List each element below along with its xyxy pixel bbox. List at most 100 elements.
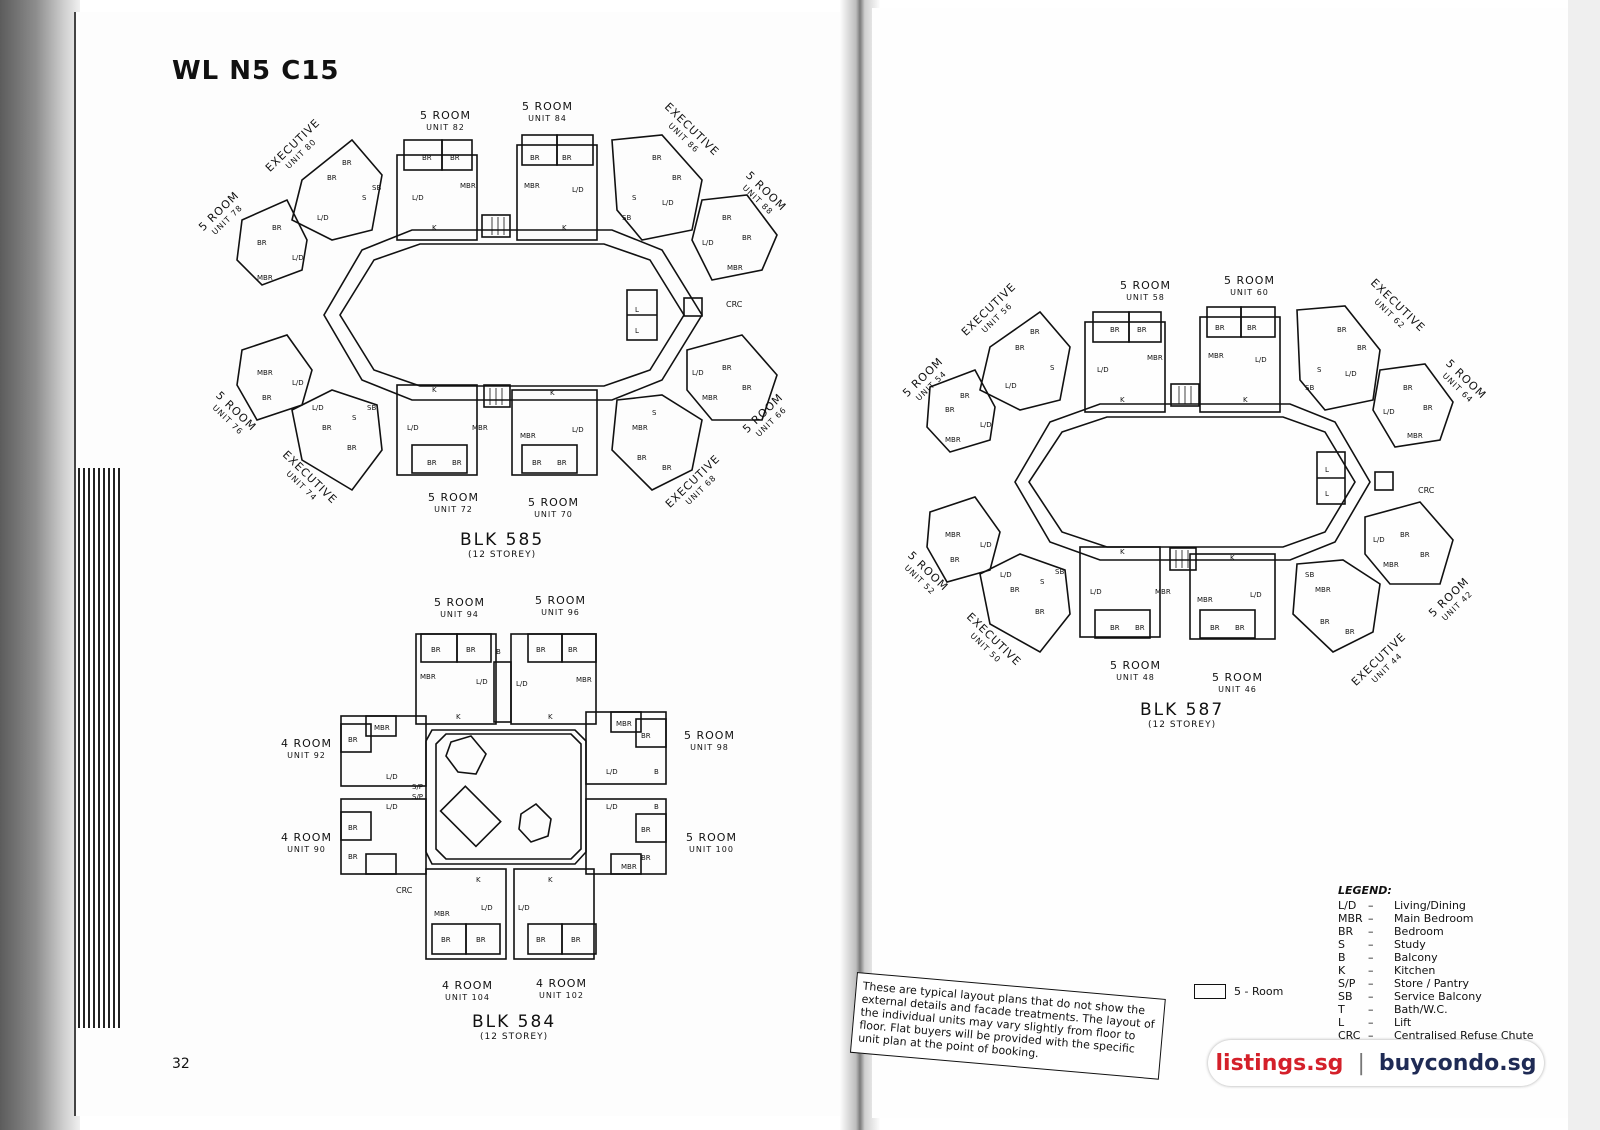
svg-text:BR: BR xyxy=(1320,618,1330,626)
svg-text:L/D: L/D xyxy=(481,904,493,912)
legend-code: L/D xyxy=(1338,899,1357,912)
blk-584-name: BLK 584 xyxy=(472,1012,557,1032)
svg-text:BR: BR xyxy=(427,459,437,467)
legend-dash: – xyxy=(1368,977,1374,990)
svg-text:K: K xyxy=(432,386,437,394)
svg-text:L/D: L/D xyxy=(692,369,704,377)
legend-code: T xyxy=(1338,1003,1345,1016)
legend-dash: – xyxy=(1368,951,1374,964)
svg-text:BR: BR xyxy=(1010,586,1020,594)
svg-text:BR: BR xyxy=(348,853,358,861)
svg-text:K: K xyxy=(476,876,481,884)
svg-text:BR: BR xyxy=(1030,328,1040,336)
svg-text:BR: BR xyxy=(557,459,567,467)
svg-text:BR: BR xyxy=(945,406,955,414)
svg-text:BR: BR xyxy=(1137,326,1147,334)
legend-code: SB xyxy=(1338,990,1353,1003)
svg-text:BR: BR xyxy=(1423,404,1433,412)
legend-desc: Balcony xyxy=(1394,951,1438,964)
svg-text:BR: BR xyxy=(450,154,460,162)
svg-text:BR: BR xyxy=(672,174,682,182)
svg-text:MBR: MBR xyxy=(1208,352,1224,360)
svg-text:B: B xyxy=(654,803,659,811)
svg-text:BR: BR xyxy=(641,826,651,834)
legend-dash: – xyxy=(1368,899,1374,912)
svg-text:BR: BR xyxy=(641,854,651,862)
svg-text:B: B xyxy=(654,768,659,776)
legend-desc: Service Balcony xyxy=(1394,990,1482,1003)
legend-code: MBR xyxy=(1338,912,1363,925)
svg-text:S: S xyxy=(362,194,367,202)
svg-text:BR: BR xyxy=(637,454,647,462)
svg-text:MBR: MBR xyxy=(1407,432,1423,440)
legend-dash: – xyxy=(1368,925,1374,938)
page-number: 32 xyxy=(172,1056,190,1072)
svg-text:BR: BR xyxy=(652,154,662,162)
svg-text:L/D: L/D xyxy=(407,424,419,432)
watermark-listings[interactable]: listings.sg xyxy=(1215,1050,1344,1076)
svg-text:BR: BR xyxy=(342,159,352,167)
svg-text:MBR: MBR xyxy=(257,274,273,282)
svg-text:L/D: L/D xyxy=(1383,408,1395,416)
svg-text:BR: BR xyxy=(662,464,672,472)
svg-text:MBR: MBR xyxy=(524,182,540,190)
svg-text:BR: BR xyxy=(347,444,357,452)
svg-text:S/P: S/P xyxy=(412,793,423,801)
svg-text:L/D: L/D xyxy=(1097,366,1109,374)
svg-text:L/D: L/D xyxy=(312,404,324,412)
legend-dash: – xyxy=(1368,1029,1374,1042)
svg-text:L/D: L/D xyxy=(386,773,398,781)
svg-text:BR: BR xyxy=(1337,326,1347,334)
legend-row: S–Study xyxy=(1338,938,1548,951)
svg-text:S: S xyxy=(1317,366,1322,374)
svg-text:S/P: S/P xyxy=(412,783,423,791)
legend-row: K–Kitchen xyxy=(1338,964,1548,977)
legend-desc: Kitchen xyxy=(1394,964,1436,977)
svg-text:BR: BR xyxy=(536,646,546,654)
svg-text:L/D: L/D xyxy=(572,426,584,434)
svg-text:BR: BR xyxy=(422,154,432,162)
legend-dash: – xyxy=(1368,1003,1374,1016)
legend-row: T – Bath/W.C. xyxy=(1338,1003,1548,1016)
legend-code: BR xyxy=(1338,925,1354,938)
watermark-buycondo[interactable]: buycondo.sg xyxy=(1378,1050,1537,1076)
legend-code: S xyxy=(1338,938,1345,951)
watermark-badge[interactable]: listings.sg | buycondo.sg xyxy=(1208,1040,1544,1086)
svg-text:L/D: L/D xyxy=(292,254,304,262)
svg-text:SB: SB xyxy=(622,214,631,222)
legend-row: CRC–Centralised Refuse Chute xyxy=(1338,1029,1548,1042)
svg-text:BR: BR xyxy=(742,234,752,242)
svg-text:BR: BR xyxy=(476,936,486,944)
blk-587-crc-label: CRC xyxy=(1418,486,1435,495)
svg-text:BR: BR xyxy=(568,646,578,654)
legend-desc: Bath/W.C. xyxy=(1394,1003,1448,1016)
svg-text:L/D: L/D xyxy=(572,186,584,194)
svg-text:MBR: MBR xyxy=(632,424,648,432)
svg-text:BR: BR xyxy=(950,556,960,564)
legend-code: CRC xyxy=(1338,1029,1361,1042)
svg-text:L/D: L/D xyxy=(1005,382,1017,390)
legend-code: K xyxy=(1338,964,1346,977)
svg-text:SB: SB xyxy=(1055,568,1064,576)
svg-text:BR: BR xyxy=(348,824,358,832)
svg-text:MBR: MBR xyxy=(945,436,961,444)
svg-text:BR: BR xyxy=(1400,531,1410,539)
svg-text:S: S xyxy=(652,409,657,417)
svg-text:BR: BR xyxy=(1210,624,1220,632)
svg-text:BR: BR xyxy=(1235,624,1245,632)
svg-text:BR: BR xyxy=(1110,624,1120,632)
blk-585-name: BLK 585 xyxy=(460,530,545,550)
svg-text:BR: BR xyxy=(1215,324,1225,332)
left-page xyxy=(76,12,848,1116)
svg-text:L/D: L/D xyxy=(980,421,992,429)
svg-text:BR: BR xyxy=(536,936,546,944)
svg-text:BR: BR xyxy=(1110,326,1120,334)
svg-text:BR: BR xyxy=(641,732,651,740)
